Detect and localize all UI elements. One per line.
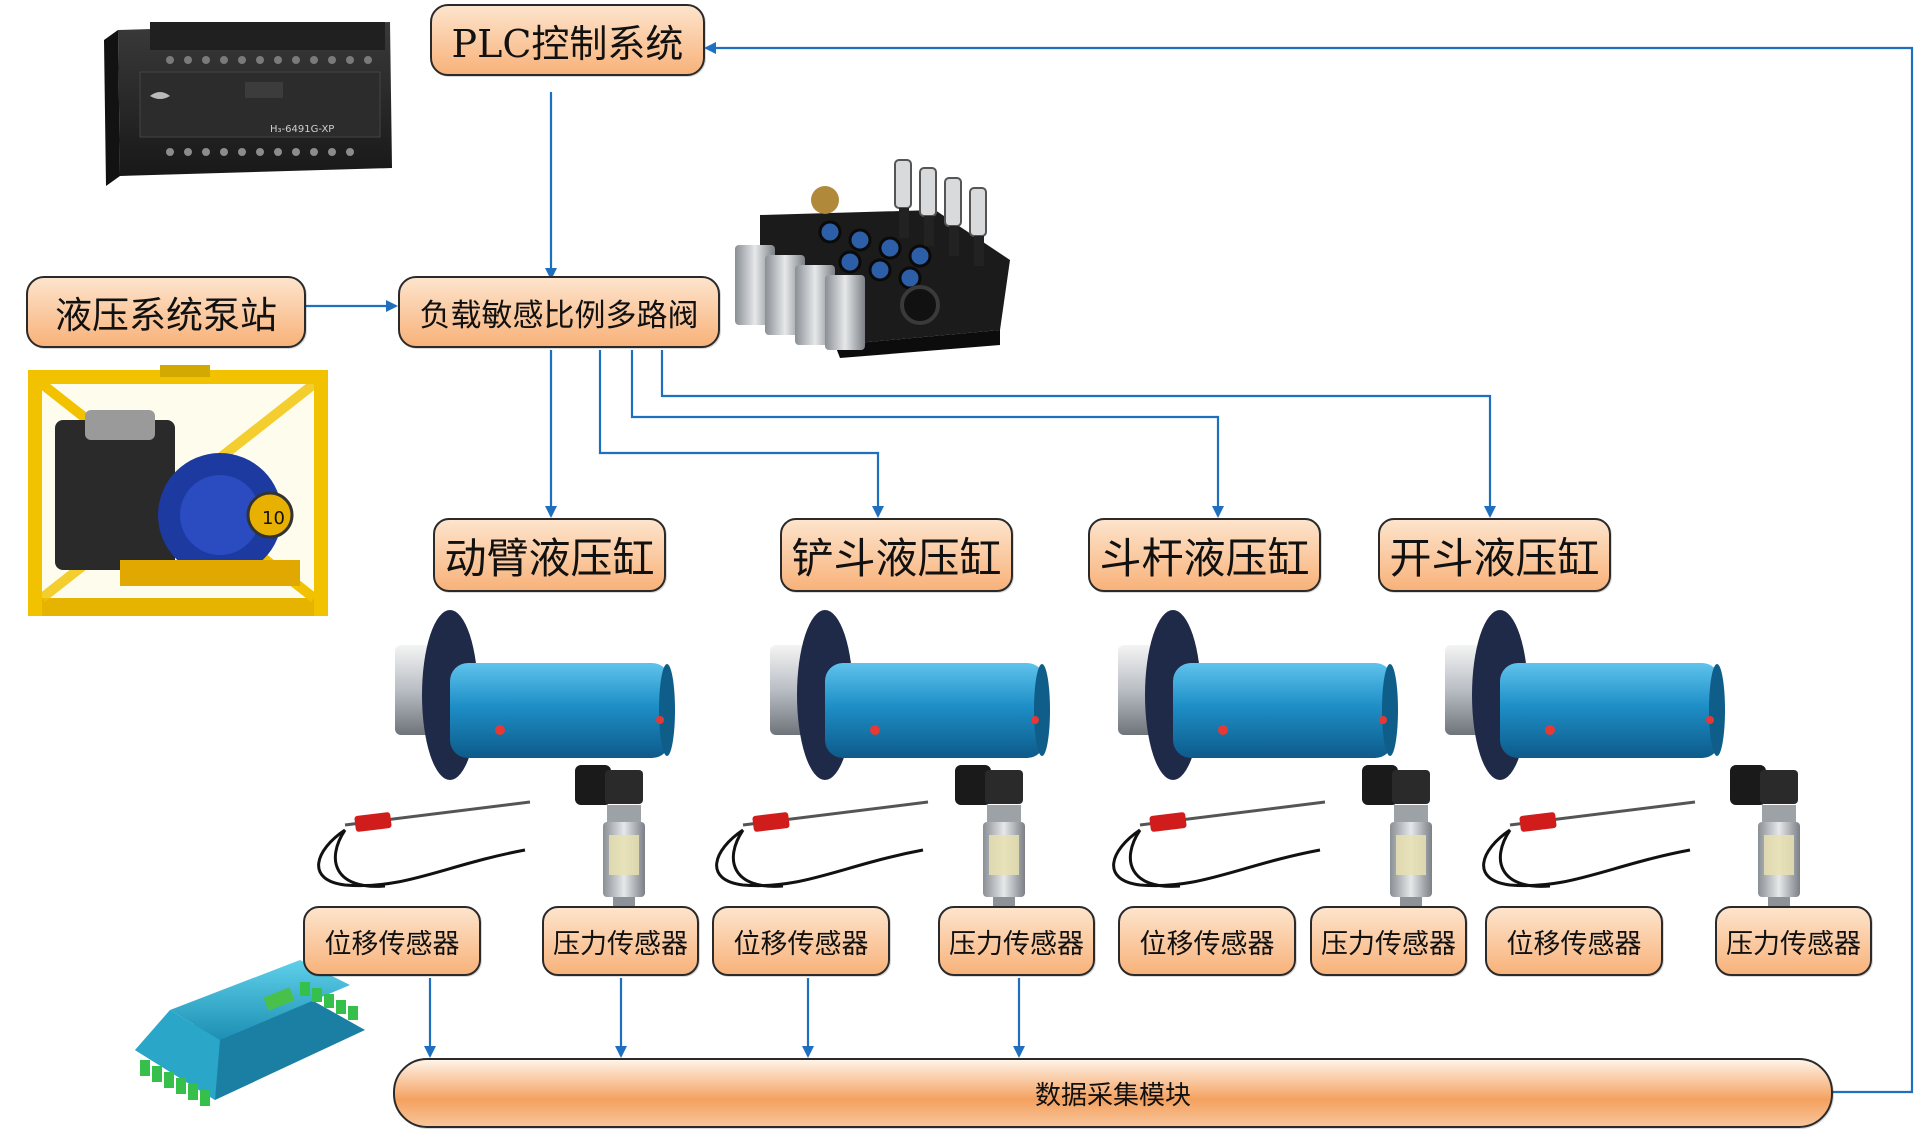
boom-cylinder-node: 动臂液压缸: [433, 518, 666, 592]
plc-controller-icon: H₃-6491G-XP: [104, 22, 392, 186]
pressure-sensor-4-node: 压力传感器: [1715, 906, 1872, 976]
pressure-sensor-1-node: 压力传感器: [542, 906, 699, 976]
pump-station-icon: 10: [28, 365, 328, 616]
displacement-sensor-icon: [317, 800, 1696, 888]
displacement-sensor-1-node: 位移传感器: [303, 906, 481, 976]
plc-control-system-node: PLC控制系统: [430, 4, 705, 76]
bucket-cylinder-node: 铲斗液压缸: [780, 518, 1013, 592]
connector-daq-to-plc: [704, 42, 1914, 1094]
displacement-sensor-4-node: 位移传感器: [1485, 906, 1663, 976]
pump-number-text: 10: [262, 508, 285, 529]
proportional-multiway-valve-node: 负载敏感比例多路阀: [398, 276, 720, 348]
pressure-sensor-icon: [575, 765, 1800, 917]
daq-module-icon: [135, 960, 365, 1106]
hydraulic-pump-station-node: 液压系统泵站: [26, 276, 306, 348]
open-bucket-cylinder-node: 开斗液压缸: [1378, 518, 1611, 592]
connector-valve-to-stick: [630, 350, 1224, 518]
pressure-sensor-2-node: 压力传感器: [938, 906, 1095, 976]
multiway-valve-icon: [735, 159, 1010, 358]
hydraulic-cylinder-icon: [395, 610, 1725, 780]
stick-cylinder-node: 斗杆液压缸: [1088, 518, 1321, 592]
pressure-sensor-3-node: 压力传感器: [1310, 906, 1467, 976]
displacement-sensor-3-node: 位移传感器: [1118, 906, 1296, 976]
connector-valve-to-bucket: [598, 350, 884, 518]
data-acquisition-module-node: 数据采集模块: [393, 1058, 1833, 1128]
plc-model-text: H₃-6491G-XP: [270, 124, 334, 135]
connector-valve-to-openbucket: [660, 350, 1496, 518]
displacement-sensor-2-node: 位移传感器: [712, 906, 890, 976]
